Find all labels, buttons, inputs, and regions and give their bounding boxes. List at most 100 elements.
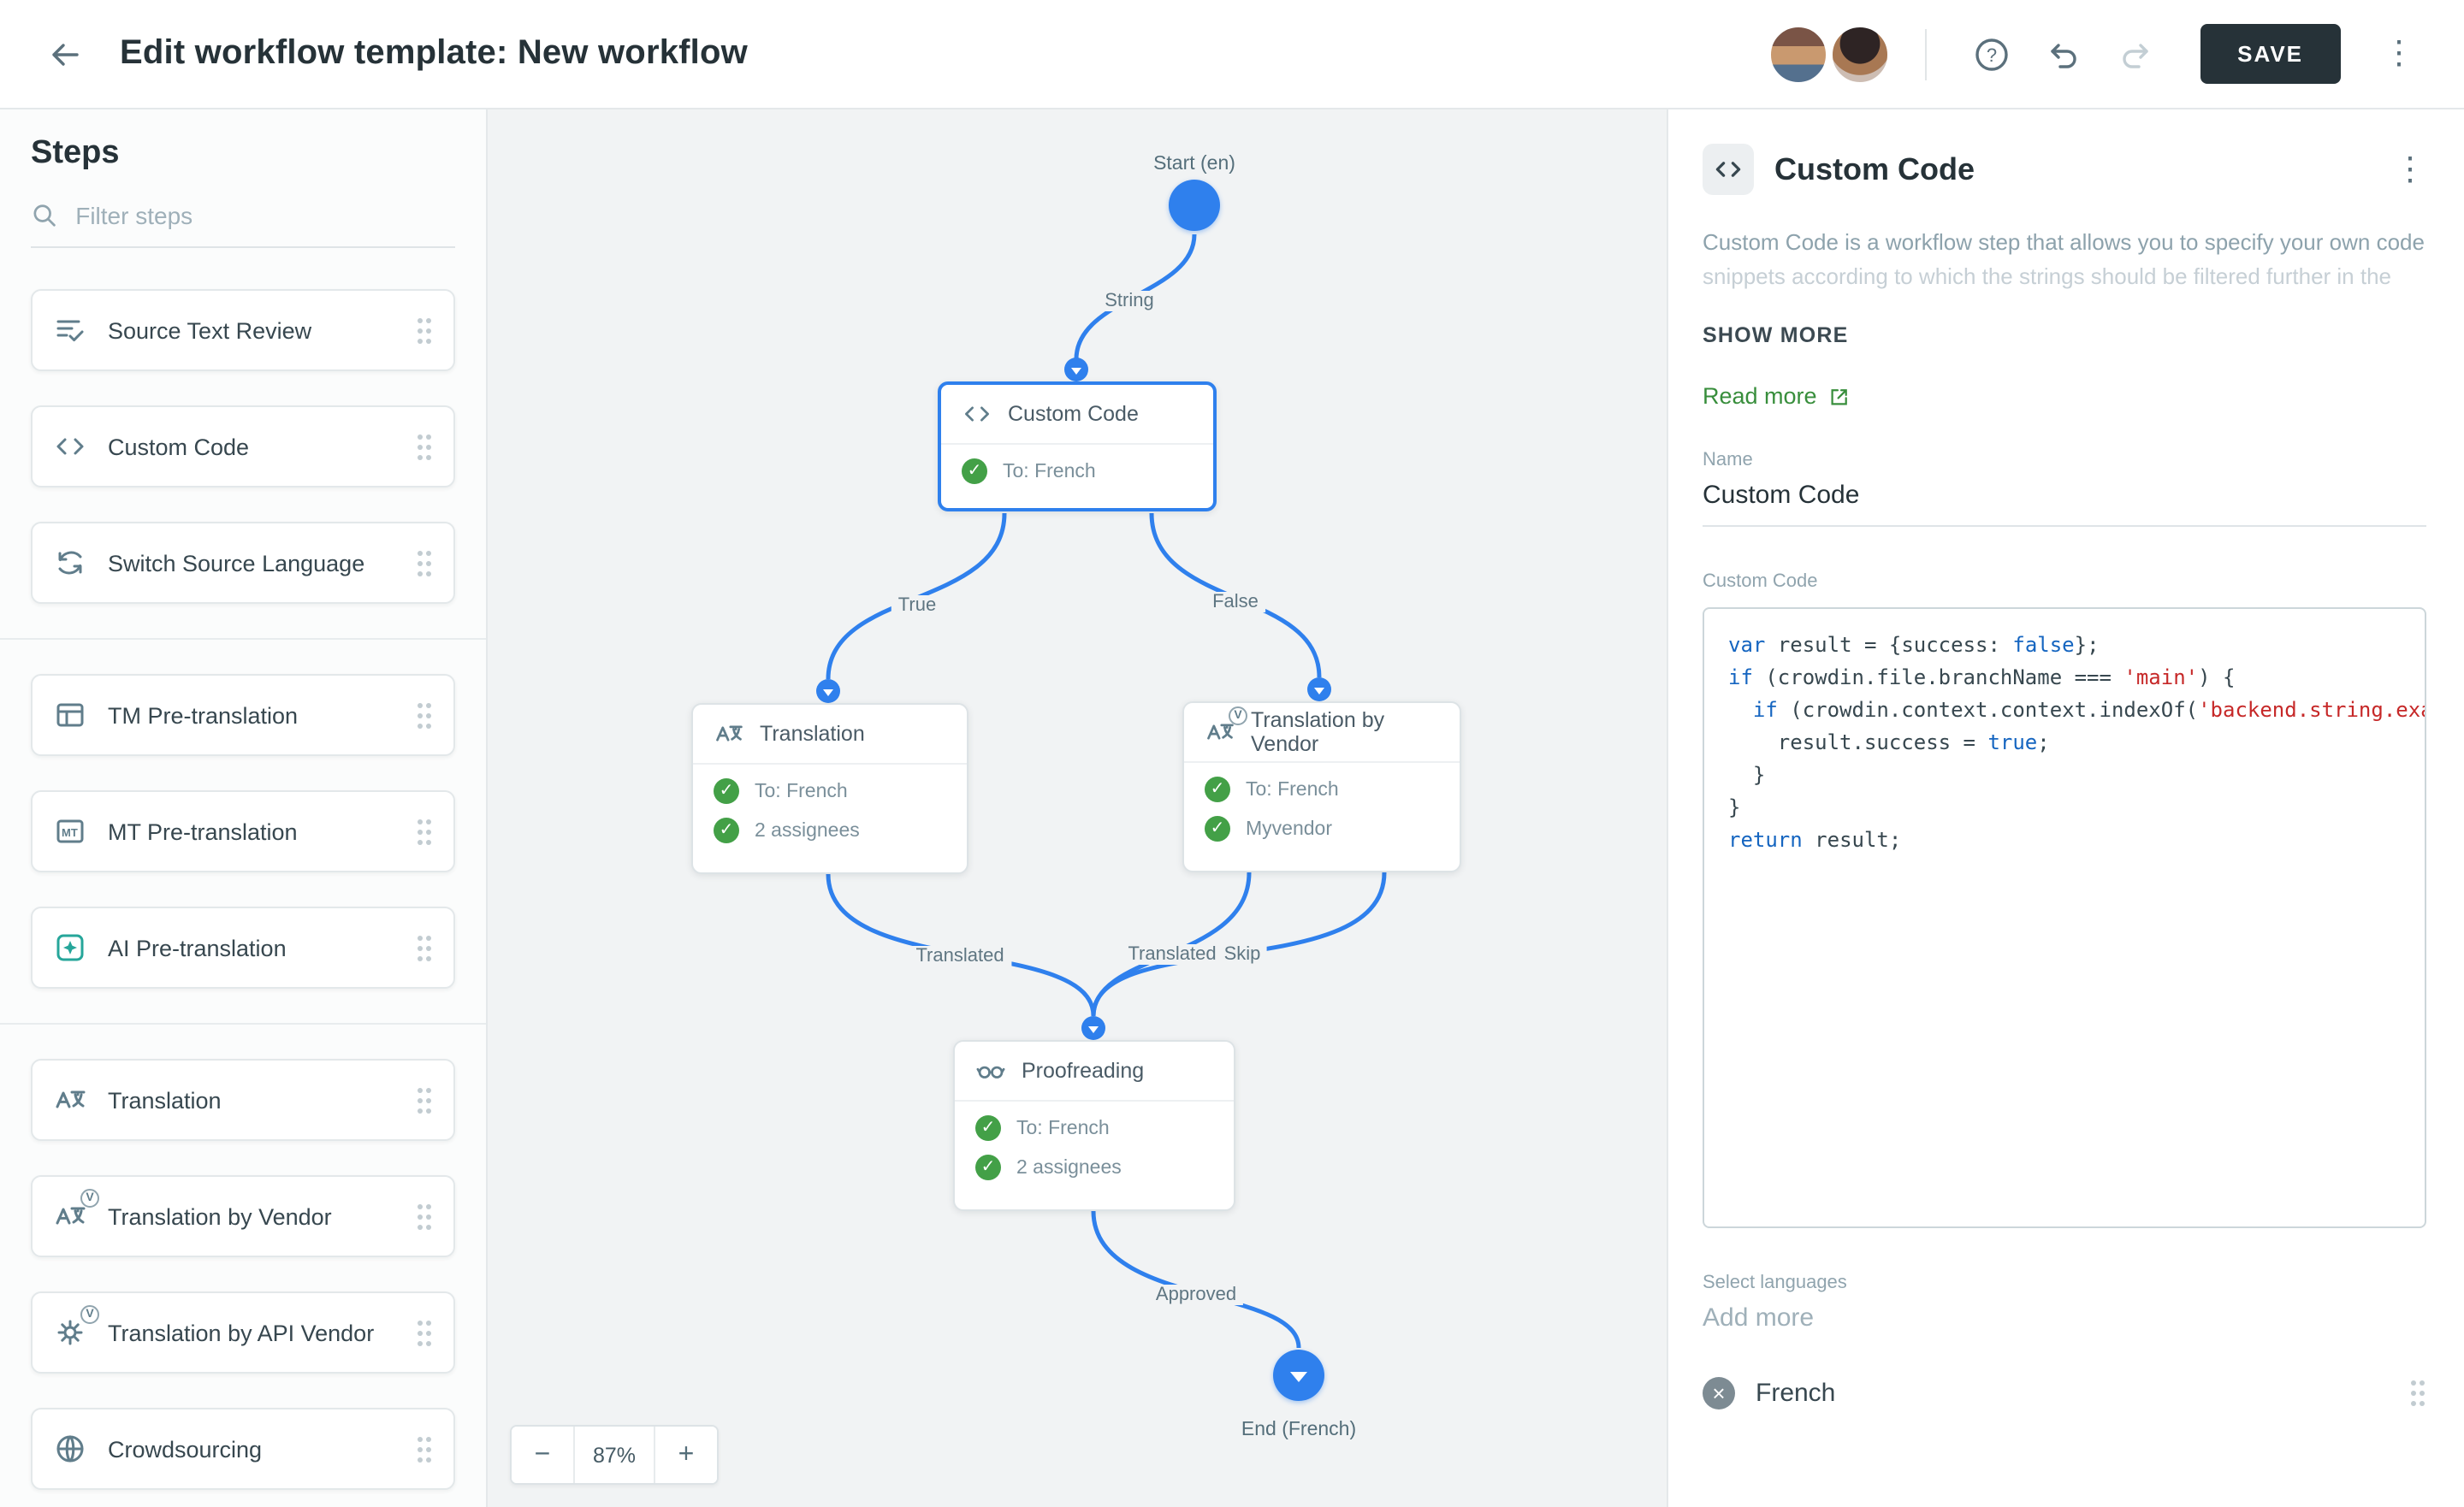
check-icon: ✓ (962, 458, 987, 484)
vendor-badge: V (80, 1305, 99, 1324)
step-card-translation-by-api-vendor[interactable]: V Translation by API Vendor (31, 1291, 455, 1374)
start-node[interactable] (1169, 180, 1220, 231)
step-card-label: Custom Code (108, 434, 250, 459)
svg-text:MT: MT (62, 826, 78, 839)
drag-handle-icon[interactable] (418, 317, 433, 343)
check-icon: ✓ (714, 818, 739, 843)
switch-language-icon (53, 546, 87, 580)
step-card-label: MT Pre-translation (108, 819, 298, 844)
help-button[interactable]: ? (1960, 23, 2022, 85)
edge-label-string: String (1098, 291, 1161, 311)
redo-icon (2122, 43, 2147, 68)
edge-label-skip: Skip (1217, 944, 1268, 965)
kebab-icon: ⋮ (2383, 36, 2415, 72)
step-card-custom-code[interactable]: Custom Code (31, 405, 455, 488)
edge-arrow-icon (1081, 1016, 1105, 1040)
avatar[interactable] (1828, 23, 1891, 85)
edge-label-true: True (891, 595, 944, 616)
panel-title: Custom Code (1774, 151, 1975, 186)
node-translation-by-vendor[interactable]: V Translation by Vendor ✓ To: French ✓ M… (1182, 701, 1461, 872)
step-card-mt-pretranslation[interactable]: MT MT Pre-translation (31, 790, 455, 872)
mt-pretranslation-icon: MT (53, 814, 87, 848)
undo-button[interactable] (2032, 23, 2094, 85)
zoom-in-button[interactable]: + (655, 1427, 717, 1483)
drag-handle-icon[interactable] (418, 1087, 433, 1113)
group-separator (0, 1023, 486, 1025)
drag-handle-icon[interactable] (418, 1203, 433, 1229)
source-text-review-icon (53, 313, 87, 347)
proofreading-glasses-icon (975, 1055, 1006, 1086)
start-node-label: Start (en) (1153, 154, 1235, 174)
check-icon: ✓ (1205, 816, 1230, 842)
drag-handle-icon[interactable] (418, 550, 433, 576)
end-node[interactable] (1273, 1350, 1324, 1401)
step-card-label: AI Pre-translation (108, 935, 287, 960)
read-more-link[interactable]: Read more (1703, 383, 1851, 409)
app-header: Edit workflow template: New workflow ? S… (0, 0, 2464, 109)
vendor-badge: V (80, 1189, 99, 1208)
drag-handle-icon[interactable] (2411, 1380, 2426, 1406)
drag-handle-icon[interactable] (418, 1320, 433, 1345)
step-card-crowdsourcing[interactable]: Crowdsourcing (31, 1408, 455, 1490)
steps-heading: Steps (31, 135, 120, 171)
node-detail: 2 assignees (1016, 1157, 1122, 1178)
edge-label-false: False (1205, 592, 1265, 612)
page-title: Edit workflow template: New workflow (120, 34, 748, 72)
drag-handle-icon[interactable] (418, 819, 433, 844)
step-description: Custom Code is a workflow step that allo… (1703, 229, 2425, 289)
edge-label-approved: Approved (1148, 1285, 1244, 1305)
translate-vendor-icon: V (53, 1189, 99, 1233)
drag-handle-icon[interactable] (418, 434, 433, 459)
step-card-label: Crowdsourcing (108, 1436, 263, 1462)
check-icon: ✓ (714, 778, 739, 804)
step-card-label: Switch Source Language (108, 550, 365, 576)
crowdsourcing-icon (53, 1432, 87, 1466)
check-icon: ✓ (1205, 777, 1230, 802)
zoom-level: 87% (573, 1427, 655, 1483)
step-properties-panel: Custom Code ⋮ Custom Code is a workflow … (1667, 109, 2464, 1507)
panel-menu-button[interactable]: ⋮ (2394, 151, 2426, 187)
node-detail: To: French (1246, 779, 1339, 800)
edge-label-translated: Translated (909, 946, 1011, 966)
remove-language-icon[interactable]: × (1703, 1377, 1735, 1409)
step-card-source-text-review[interactable]: Source Text Review (31, 289, 455, 371)
drag-handle-icon[interactable] (418, 935, 433, 960)
drag-handle-icon[interactable] (418, 1436, 433, 1462)
workflow-canvas[interactable]: Start (en) String True False Translated … (488, 109, 1667, 1507)
name-input[interactable] (1703, 470, 2426, 527)
filter-steps-input[interactable] (75, 202, 455, 229)
step-card-translation-by-vendor[interactable]: V Translation by Vendor (31, 1175, 455, 1257)
step-card-ai-pretranslation[interactable]: AI Pre-translation (31, 907, 455, 989)
step-card-label: TM Pre-translation (108, 702, 299, 728)
filter-steps-field[interactable] (31, 200, 455, 248)
code-editor[interactable]: var result = {success: false};if (crowdi… (1703, 607, 2426, 1228)
add-language-input[interactable] (1703, 1293, 2426, 1346)
vendor-badge: V (1229, 706, 1247, 725)
redo-button[interactable] (2104, 23, 2165, 85)
edge-label-translated: Translated (1121, 944, 1223, 965)
show-more-button[interactable]: SHOW MORE (1703, 323, 1849, 347)
header-menu-button[interactable]: ⋮ (2368, 23, 2430, 85)
step-card-translation[interactable]: Translation (31, 1059, 455, 1141)
node-custom-code[interactable]: Custom Code ✓ To: French (938, 381, 1217, 511)
step-card-label: Translation (108, 1087, 222, 1113)
node-detail: 2 assignees (755, 820, 860, 841)
node-translation[interactable]: Translation ✓ To: French ✓ 2 assignees (691, 703, 968, 874)
code-icon (53, 429, 87, 464)
node-title: Translation (760, 722, 865, 746)
language-chip-french: × French (1703, 1377, 2426, 1409)
edge-arrow-icon (1064, 358, 1088, 381)
language-name: French (1756, 1379, 1836, 1408)
node-detail: Myvendor (1246, 819, 1332, 839)
workflow-edges (826, 233, 1387, 1349)
avatar[interactable] (1767, 23, 1829, 85)
translate-vendor-icon: V (1205, 706, 1247, 748)
node-proofreading[interactable]: Proofreading ✓ To: French ✓ 2 assignees (953, 1040, 1235, 1211)
save-button[interactable]: SAVE (2200, 24, 2341, 84)
step-card-switch-source-language[interactable]: Switch Source Language (31, 522, 455, 604)
group-separator (0, 638, 486, 640)
zoom-out-button[interactable]: − (512, 1427, 573, 1483)
drag-handle-icon[interactable] (418, 702, 433, 728)
step-card-tm-pretranslation[interactable]: TM Pre-translation (31, 674, 455, 756)
back-button[interactable] (34, 23, 96, 85)
